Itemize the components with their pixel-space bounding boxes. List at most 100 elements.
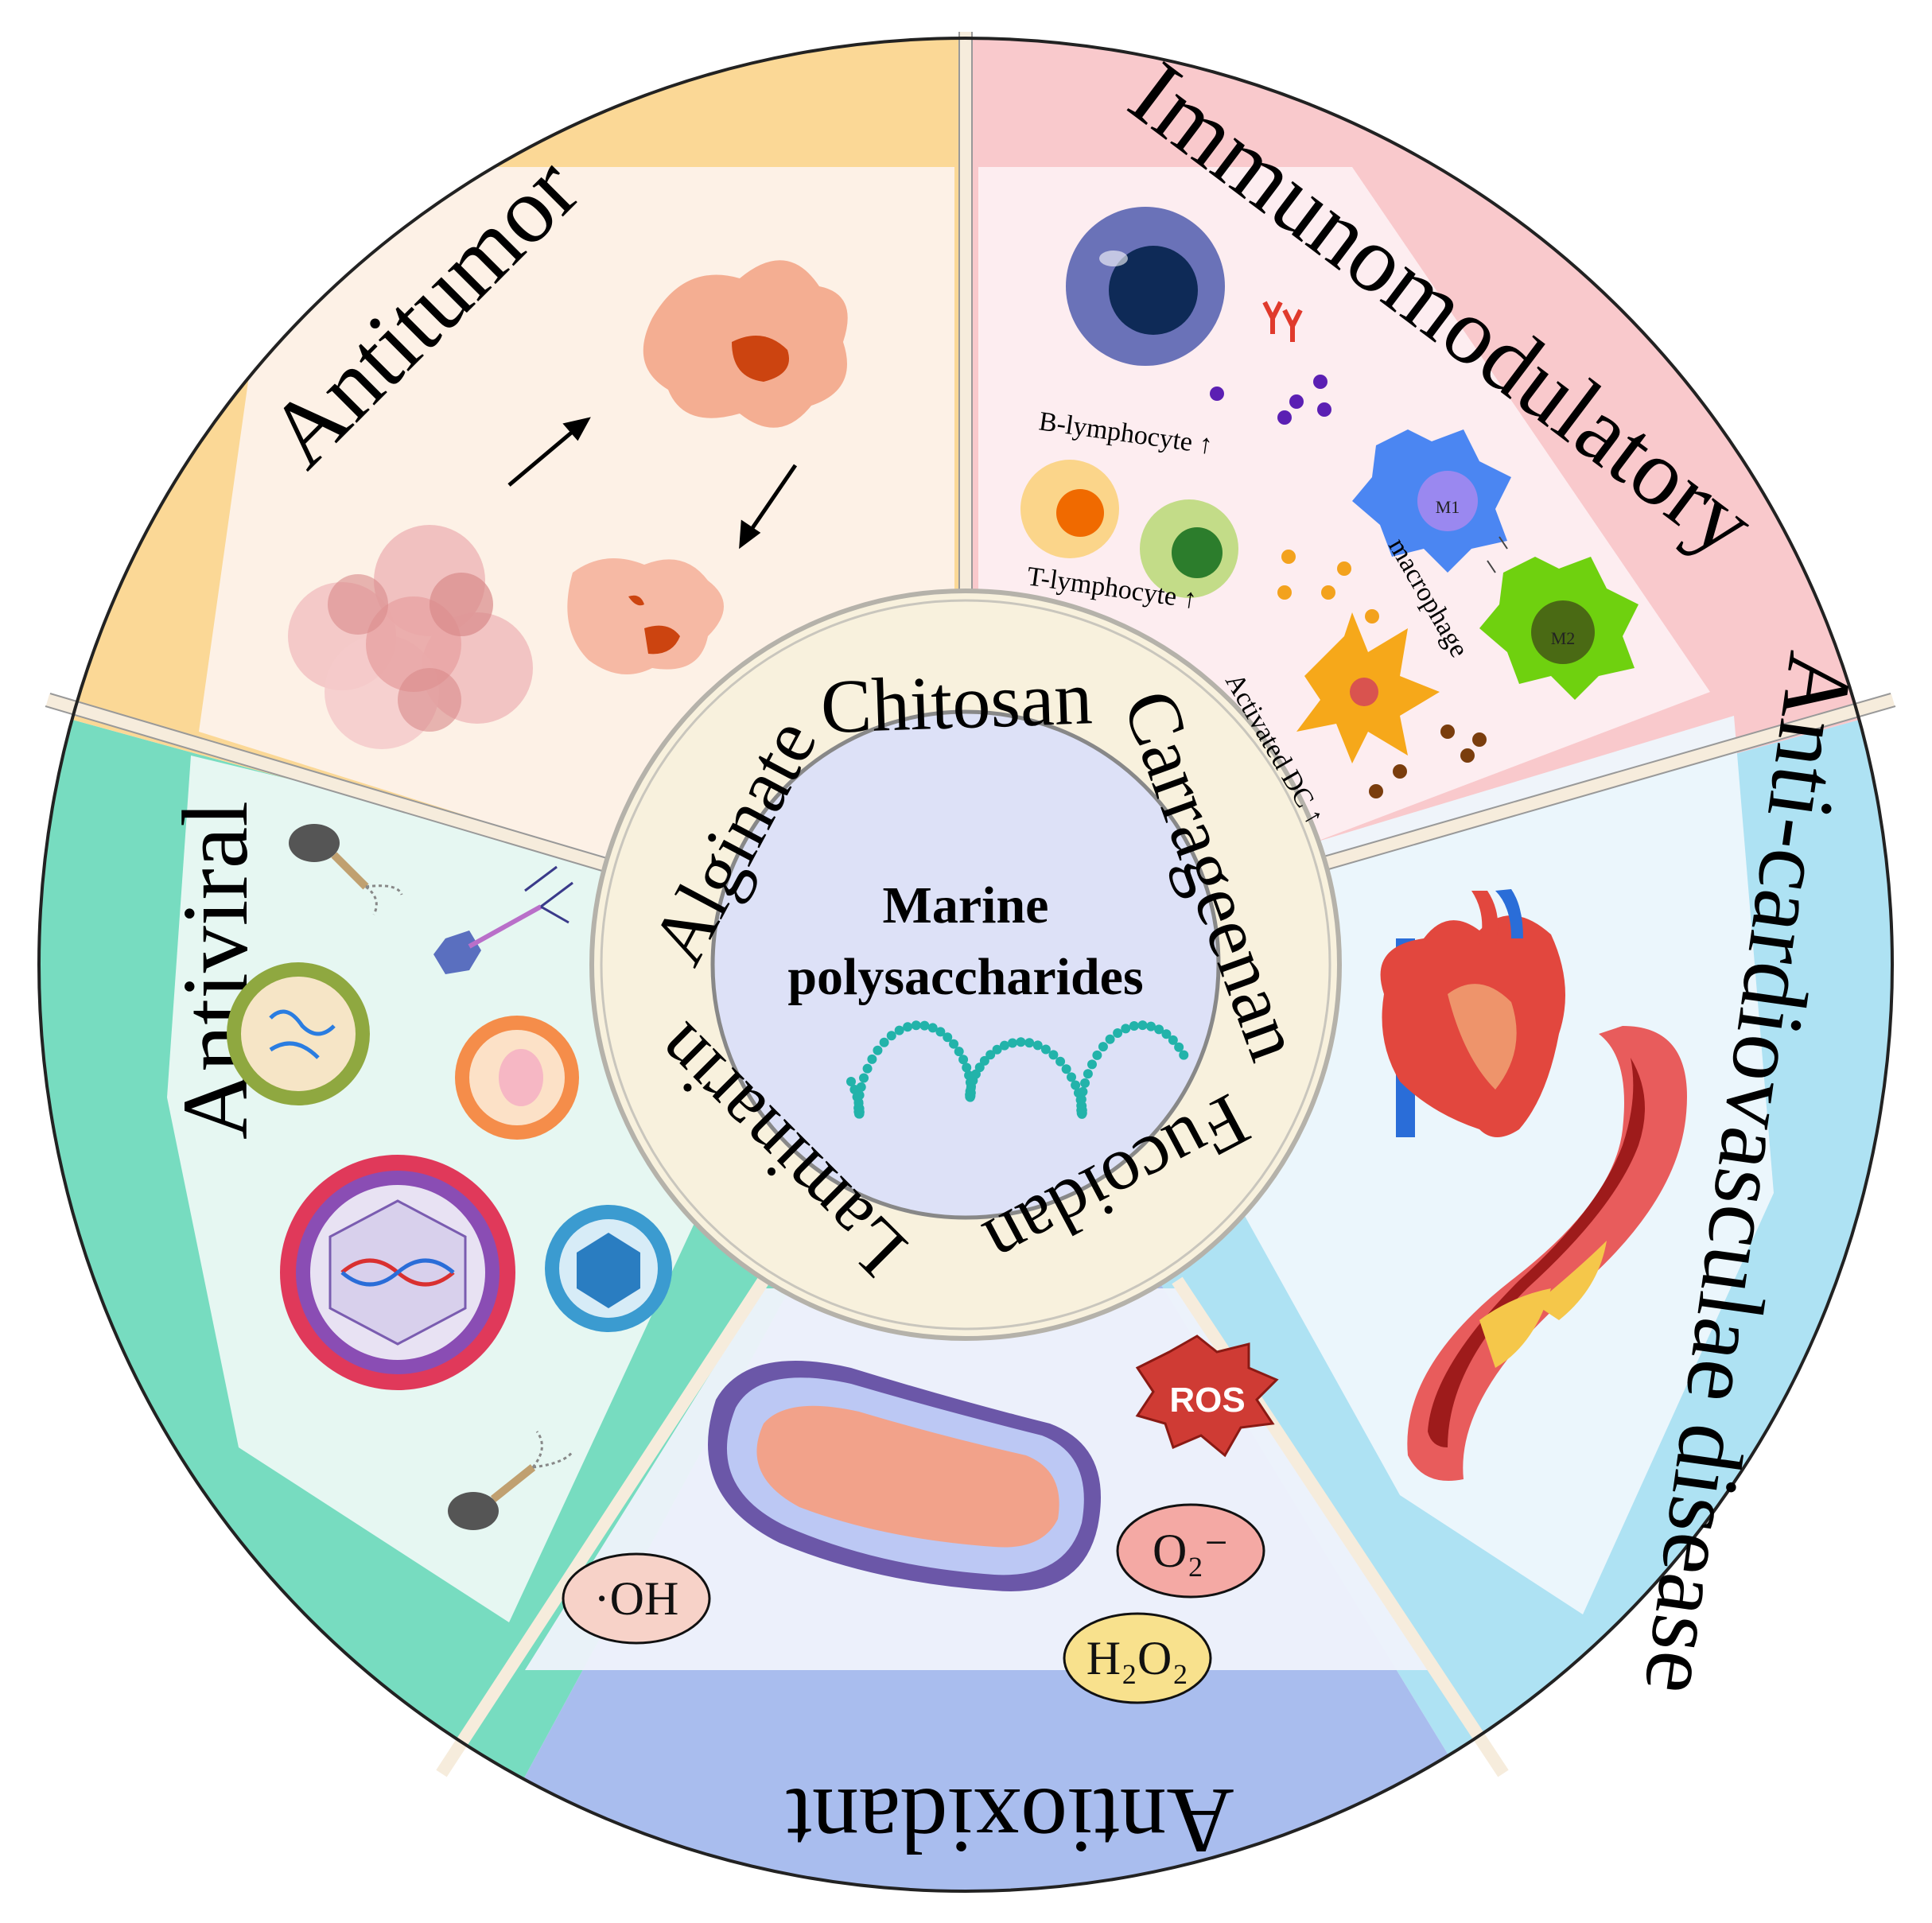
polymer-bead xyxy=(935,1027,946,1037)
superoxide-bubble: O₂⁻ xyxy=(1116,1503,1265,1599)
polymer-bead xyxy=(859,1073,869,1083)
phage-top-icon xyxy=(289,824,403,915)
polymer-bead xyxy=(1092,1050,1102,1060)
ros-label: ROS xyxy=(1169,1381,1245,1420)
polymer-bead xyxy=(943,1032,953,1043)
polymer-bead xyxy=(1087,1059,1097,1070)
m1-macrophage-icon: M1 xyxy=(1352,429,1511,573)
polymer-bead xyxy=(862,1063,873,1074)
antiviral-illustrations xyxy=(227,824,672,1530)
tumor-cluster-icon xyxy=(288,525,533,749)
polymer-bead xyxy=(1024,1038,1035,1048)
macrophage-switch-arrows-icon xyxy=(1487,536,1508,573)
polymer-bead xyxy=(1007,1038,1017,1048)
cytokine-dots-purple xyxy=(1210,375,1331,425)
mitochondrion-icon xyxy=(708,1361,1101,1591)
polymer-bead xyxy=(1016,1037,1026,1047)
o2-label: O₂⁻ xyxy=(1153,1525,1229,1577)
center-title-line1: Marine xyxy=(883,876,1049,934)
outer-border xyxy=(37,37,1894,1893)
polymer-bead xyxy=(854,1090,865,1101)
polymer-bead xyxy=(856,1082,866,1092)
sector-divider-edges xyxy=(45,32,1896,874)
title-antioxidant: Antioxidant xyxy=(786,1769,1234,1873)
polymer-bead xyxy=(1083,1069,1093,1079)
center-title-line2: polysaccharides xyxy=(787,948,1143,1006)
oh-label: ·OH xyxy=(594,1572,679,1625)
ring-label-chitosan: Chitosan xyxy=(819,655,1094,749)
cytokine-dots-brown xyxy=(1369,725,1487,798)
polymer-bead xyxy=(1174,1042,1184,1052)
polymer-bead xyxy=(1137,1020,1148,1031)
polymer-bead xyxy=(1078,1086,1088,1097)
polymer-bead xyxy=(1032,1040,1043,1051)
polymer-bead xyxy=(1179,1050,1189,1060)
polymer-chain-icon xyxy=(846,1020,1189,1119)
hydrogen-peroxide-bubble: H₂O₂ xyxy=(1063,1612,1212,1704)
phage-bottom-icon xyxy=(448,1431,574,1530)
arrow-down-icon xyxy=(739,464,798,550)
polymer-bead xyxy=(1105,1034,1115,1044)
m2-macrophage-icon: M2 xyxy=(1479,557,1639,700)
b-lymphocyte-icon xyxy=(1066,207,1225,366)
cytokine-dots-orange xyxy=(1277,550,1379,624)
polymer-bead xyxy=(1161,1029,1172,1039)
polymer-bead xyxy=(1098,1042,1108,1052)
arrow-up-icon xyxy=(507,417,591,487)
polymer-bead xyxy=(873,1045,883,1055)
polymer-bead xyxy=(992,1044,1002,1055)
blue-virus-icon xyxy=(545,1205,672,1332)
ring-inner-line xyxy=(600,599,1331,1331)
center-disc xyxy=(710,709,1221,1220)
polymer-bead xyxy=(911,1020,921,1031)
m1-label: M1 xyxy=(1436,497,1460,517)
polymer-bead xyxy=(1168,1035,1178,1045)
dendritic-cell-icon xyxy=(1296,612,1440,763)
t-lymphocyte-orange-icon xyxy=(1020,460,1119,558)
sector-dividers xyxy=(45,32,1895,1777)
polymer-bead xyxy=(879,1037,889,1047)
h2o2-label: H₂O₂ xyxy=(1087,1632,1189,1684)
polymer-bead xyxy=(886,1031,896,1041)
polymer-bead xyxy=(1076,1094,1087,1105)
polymer-bead xyxy=(1040,1044,1051,1055)
polymer-bead xyxy=(949,1039,959,1049)
hydroxyl-bubble: ·OH xyxy=(562,1552,711,1645)
polymer-bead xyxy=(1113,1028,1123,1039)
orange-virus-icon xyxy=(455,1016,579,1140)
polymer-bead xyxy=(1055,1056,1066,1066)
polymer-bead xyxy=(1048,1050,1059,1060)
polymer-bead xyxy=(894,1025,904,1035)
polymer-bead xyxy=(954,1047,964,1057)
hiv-virus-icon xyxy=(280,1155,515,1390)
polymer-bead xyxy=(846,1077,856,1086)
polymer-bead xyxy=(979,1055,989,1066)
polymer-bead xyxy=(974,1063,985,1073)
cardio-illustrations xyxy=(1380,889,1687,1481)
antibody-icon xyxy=(1262,301,1303,342)
polymer-bead xyxy=(985,1050,996,1060)
t-lymphocyte-green-icon xyxy=(1140,499,1238,598)
polymer-bead xyxy=(903,1022,913,1032)
polymer-bead xyxy=(927,1023,938,1033)
tumor-shrinking-large-icon xyxy=(643,260,848,428)
polymer-bead xyxy=(853,1097,864,1108)
polymer-bead xyxy=(867,1054,877,1064)
polymer-bead xyxy=(1080,1078,1090,1088)
polymer-bead xyxy=(1071,1080,1081,1090)
antioxidant-illustrations: ROS O₂⁻ H₂O₂ ·OH xyxy=(562,1334,1279,1704)
coronavirus-icon xyxy=(227,962,370,1105)
tumor-shrinking-small-icon xyxy=(567,558,724,674)
polymer-bead xyxy=(962,1063,972,1073)
artery-plaque-icon xyxy=(1407,1026,1687,1481)
polymer-bead xyxy=(919,1020,930,1031)
polymer-bead xyxy=(1154,1024,1164,1035)
polymer-bead xyxy=(1121,1024,1131,1034)
antitumor-illustrations xyxy=(288,260,848,749)
polymer-bead xyxy=(1067,1072,1077,1082)
polymer-bead xyxy=(1146,1021,1156,1031)
polymer-bead xyxy=(1129,1021,1139,1031)
phage-blue-icon xyxy=(433,865,573,974)
heart-icon xyxy=(1380,889,1565,1137)
